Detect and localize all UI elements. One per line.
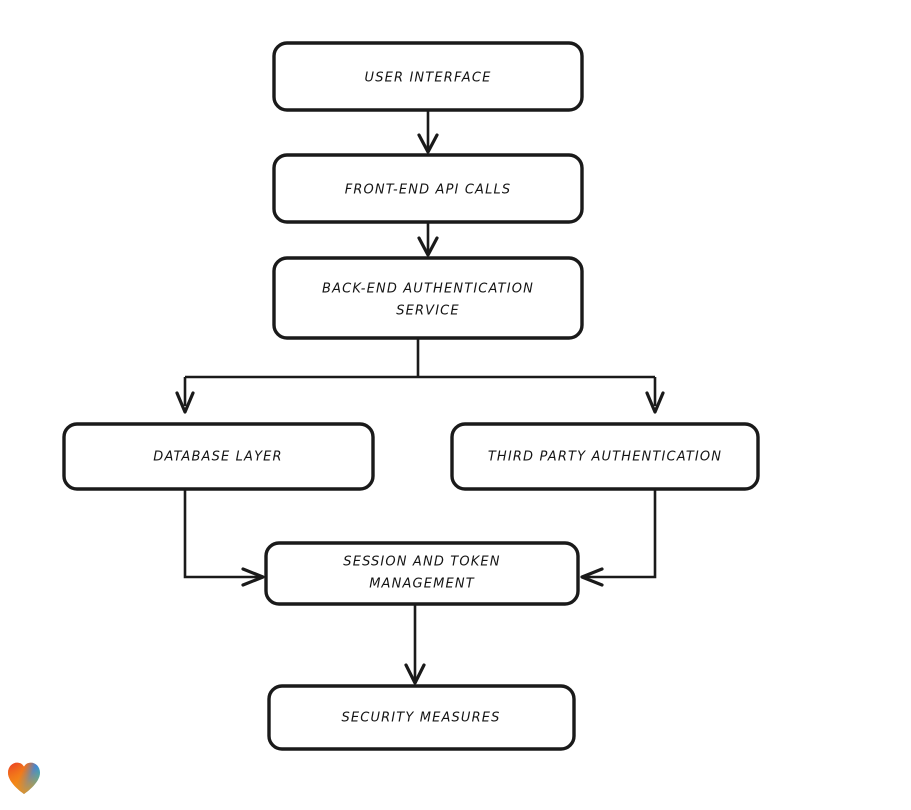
node-third-party-authentication[interactable]: THIRD PARTY AUTHENTICATION (450, 422, 760, 491)
node-label-security-measures: SECURITY MEASURES (341, 711, 500, 726)
node-session-and-token-management[interactable]: SESSION AND TOKEN MANAGEMENT (264, 541, 580, 606)
node-label-back-end-authentication-service-line1: BACK-END AUTHENTICATION (322, 282, 534, 297)
heart-icon (8, 762, 40, 794)
node-box-user-interface[interactable] (272, 41, 584, 112)
edge-session-to-security (404, 604, 426, 685)
node-box-session-and-token-management[interactable] (264, 541, 580, 606)
node-label-session-and-token-management-line2: MANAGEMENT (369, 577, 475, 592)
edge-thirdparty-to-session (580, 489, 657, 587)
node-box-database-layer[interactable] (62, 422, 375, 491)
node-box-security-measures[interactable] (267, 684, 576, 751)
node-box-third-party-authentication[interactable] (450, 422, 760, 491)
node-label-database-layer: DATABASE LAYER (153, 450, 282, 465)
node-label-front-end-api-calls: FRONT-END API CALLS (345, 183, 512, 198)
node-label-user-interface: USER INTERFACE (365, 71, 492, 86)
node-back-end-authentication-service[interactable]: BACK-END AUTHENTICATION SERVICE (272, 256, 584, 340)
node-box-front-end-api-calls[interactable] (272, 153, 584, 224)
node-label-third-party-authentication: THIRD PARTY AUTHENTICATION (488, 450, 722, 465)
node-label-back-end-authentication-service-line2: SERVICE (396, 304, 460, 319)
edge-backend-split (175, 338, 665, 414)
edge-api-to-backend (417, 222, 439, 257)
node-user-interface[interactable]: USER INTERFACE (272, 41, 584, 112)
node-label-session-and-token-management-line1: SESSION AND TOKEN (343, 555, 500, 570)
node-front-end-api-calls[interactable]: FRONT-END API CALLS (272, 153, 584, 224)
node-database-layer[interactable]: DATABASE LAYER (62, 422, 375, 491)
node-box-back-end-authentication-service[interactable] (272, 256, 584, 340)
edge-database-to-session (183, 489, 265, 587)
edge-ui-to-api (417, 110, 439, 154)
node-security-measures[interactable]: SECURITY MEASURES (267, 684, 576, 751)
